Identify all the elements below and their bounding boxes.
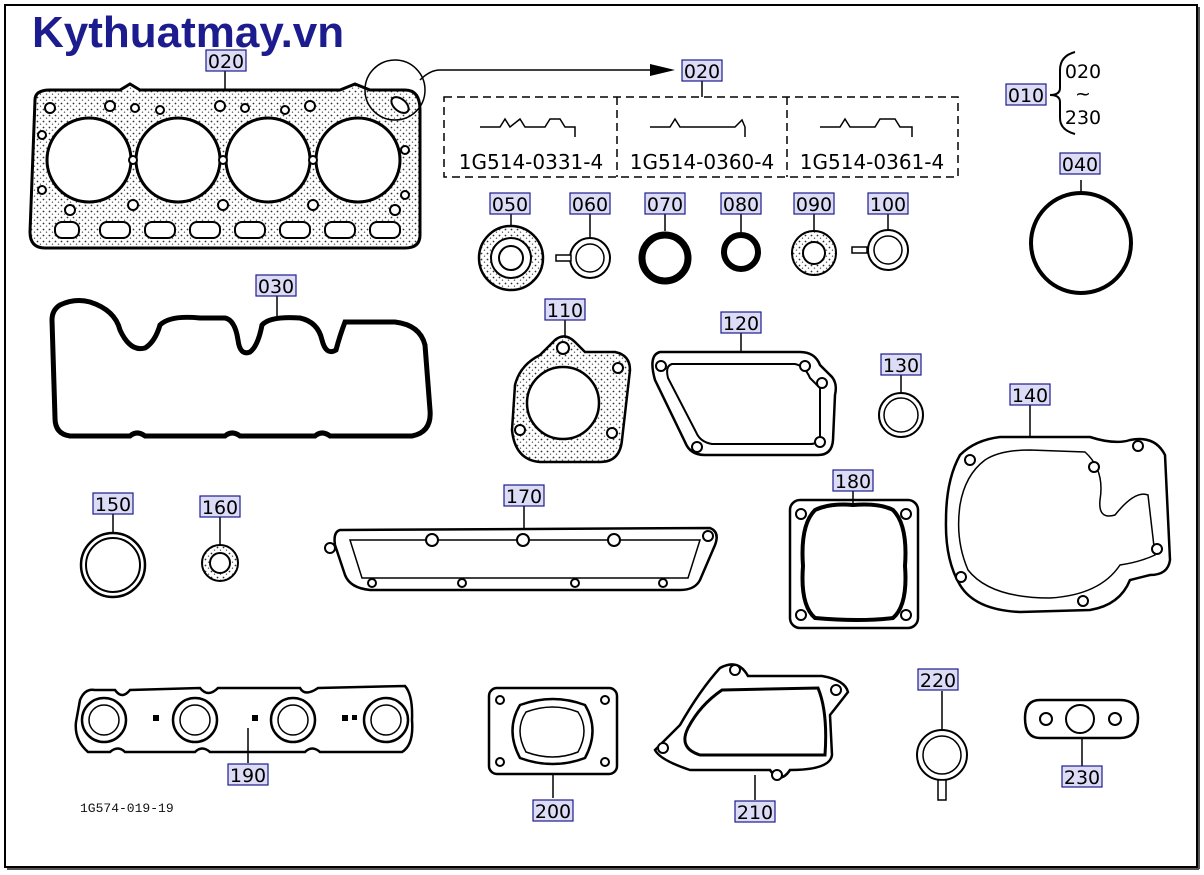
variant-boxes (443, 96, 959, 178)
part-110-gasket (510, 320, 632, 464)
part-220-washer (916, 691, 968, 801)
label-190: 190 (230, 765, 266, 787)
part-200-gasket (487, 686, 619, 798)
range-end: 230 (1065, 107, 1101, 129)
part-210-gasket (653, 663, 850, 800)
label-210: 210 (737, 802, 773, 824)
label-200: 200 (535, 801, 571, 823)
label-180: 180 (835, 471, 871, 493)
drawing-code: 1G574-019-19 (80, 801, 174, 816)
label-130: 130 (883, 355, 919, 377)
part-190-exhaust-gasket (74, 684, 414, 763)
part-160-ring (201, 517, 239, 582)
label-150: 150 (95, 494, 131, 516)
part-050-seal (477, 214, 545, 292)
label-080: 080 (723, 194, 759, 216)
label-060: 060 (572, 194, 608, 216)
label-010: 010 (1008, 85, 1044, 107)
part-080-ring (721, 232, 761, 272)
part-120-gasket (651, 333, 838, 457)
part-020-head-gasket (28, 59, 426, 250)
part-030-valve-cover-gasket (49, 298, 433, 439)
label-160: 160 (202, 497, 238, 519)
label-170: 170 (506, 486, 542, 508)
range-start: 020 (1065, 61, 1101, 83)
drawing-border (4, 4, 1198, 868)
variant-part-number-1: 1G514-0331-4 (459, 150, 603, 174)
part-040-o-ring (1029, 191, 1133, 295)
label-050: 050 (492, 194, 528, 216)
part-100-seal (851, 214, 909, 271)
label-070: 070 (647, 194, 683, 216)
label-220: 220 (920, 670, 956, 692)
label-020: 020 (208, 51, 244, 73)
brand-logo-text: Kythuatmay.vn (32, 8, 345, 57)
label-030: 030 (258, 276, 294, 298)
range-tilde: ~ (1075, 83, 1091, 105)
variant-part-number-3: 1G514-0361-4 (800, 150, 944, 174)
label-140: 140 (1012, 385, 1048, 407)
range-brace (1049, 51, 1076, 135)
label-110: 110 (547, 300, 583, 322)
part-070-ring (638, 231, 692, 285)
part-140-water-pump-gasket (944, 405, 1172, 614)
part-130-ring (878, 375, 924, 438)
part-150-ring (79, 514, 147, 599)
part-230-gasket (1023, 698, 1140, 766)
label-020-detail: 020 (684, 61, 720, 83)
variant-part-number-2: 1G514-0360-4 (630, 150, 774, 174)
label-230: 230 (1064, 767, 1100, 789)
label-100: 100 (870, 194, 906, 216)
part-180-gasket (788, 490, 920, 630)
label-090: 090 (796, 194, 832, 216)
label-040: 040 (1062, 154, 1098, 176)
label-120: 120 (723, 313, 759, 335)
part-090-washer (791, 214, 837, 276)
part-060-seal (555, 214, 611, 279)
part-170-intake-gasket (324, 505, 718, 592)
